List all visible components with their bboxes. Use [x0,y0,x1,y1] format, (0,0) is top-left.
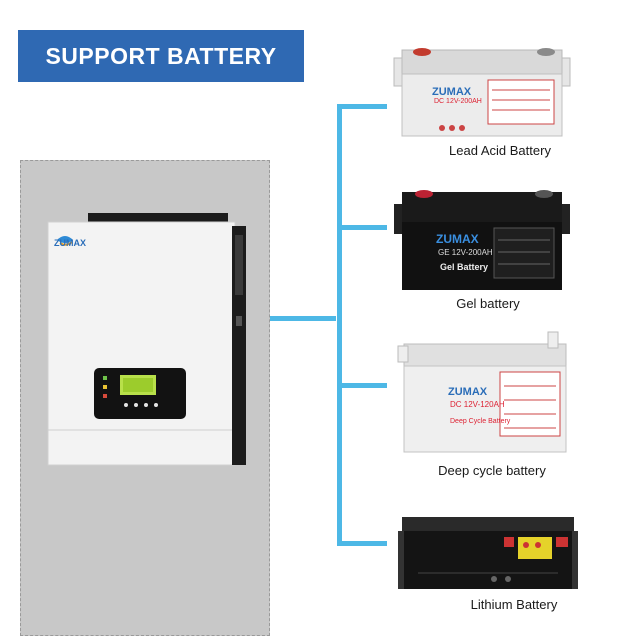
connector-lead-acid [337,104,387,109]
support-battery-banner: SUPPORT BATTERY [18,30,304,82]
banner-title: SUPPORT BATTERY [45,42,277,69]
connector-gel [337,225,387,230]
gel-battery-image [392,186,572,292]
gel-brand: ZUMAX [436,232,479,246]
connector-lithium [337,541,387,546]
lead-acid-model: DC 12V-200AH [434,98,482,105]
lead-acid-brand: ZUMAX [432,86,472,98]
gel-type-text: Gel Battery [440,262,489,272]
lithium-battery-image [398,515,578,591]
connector-vertical [337,104,342,546]
deep-cycle-label: Deep cycle battery [438,463,546,478]
lead-acid-battery-image [392,38,572,138]
deep-cycle-brand: ZUMAX [448,386,488,398]
deep-cycle-battery-image [396,330,574,456]
lead-acid-label: Lead Acid Battery [449,143,551,158]
deep-cycle-model: DC 12V-120AH [450,400,505,409]
gel-model: GE 12V-200AH [438,248,493,257]
connector-deep-cycle [337,383,387,388]
inverter-brand: ZUMAX [54,238,86,248]
gel-label: Gel battery [456,296,520,311]
deep-cycle-type-text: Deep Cycle Battery [450,418,511,425]
lithium-label: Lithium Battery [470,597,558,612]
inverter-panel [20,160,270,636]
connector-main [270,316,336,321]
